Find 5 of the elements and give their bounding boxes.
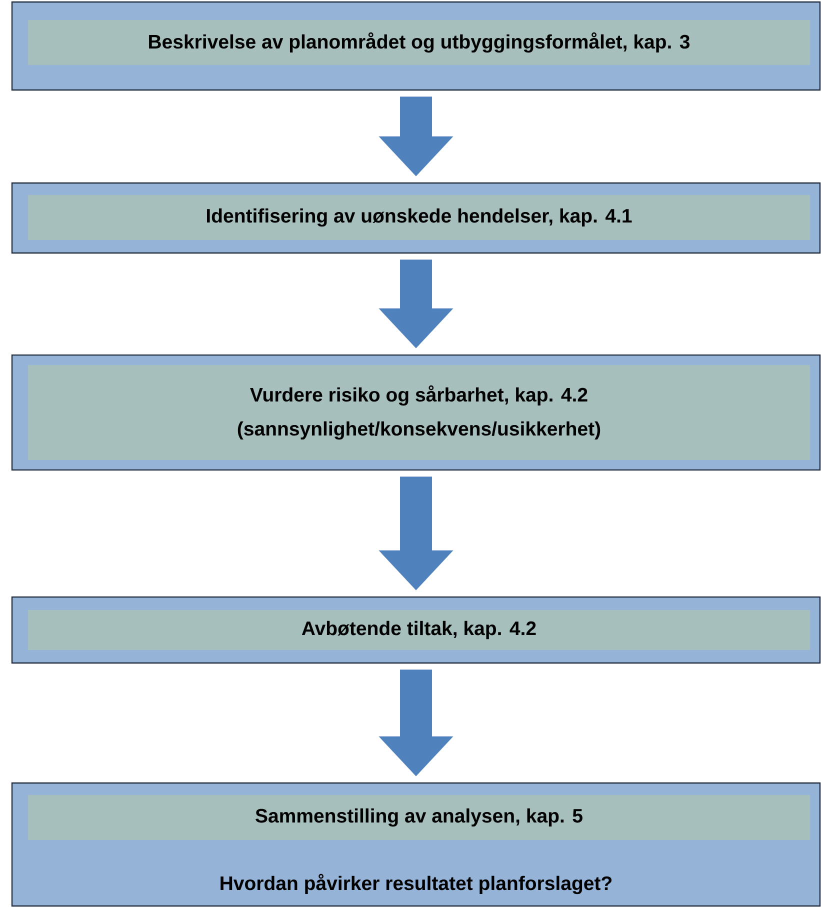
title-band: Avbøtende tiltak, kap. 4.2 <box>28 610 810 650</box>
title-band: Identifisering av uønskede hendelser, kap. 4.1 <box>28 195 810 240</box>
title-band: Sammenstilling av analysen, kap. 5 <box>28 795 810 840</box>
title-band: Beskrivelse av planområdet og utbyggingsformålet, kap. 3 <box>28 20 810 65</box>
title-band: Vurdere risiko og sårbarhet, kap. 4.2 (sannsynlighet/konsekvens/usikkerhet) <box>28 365 810 460</box>
